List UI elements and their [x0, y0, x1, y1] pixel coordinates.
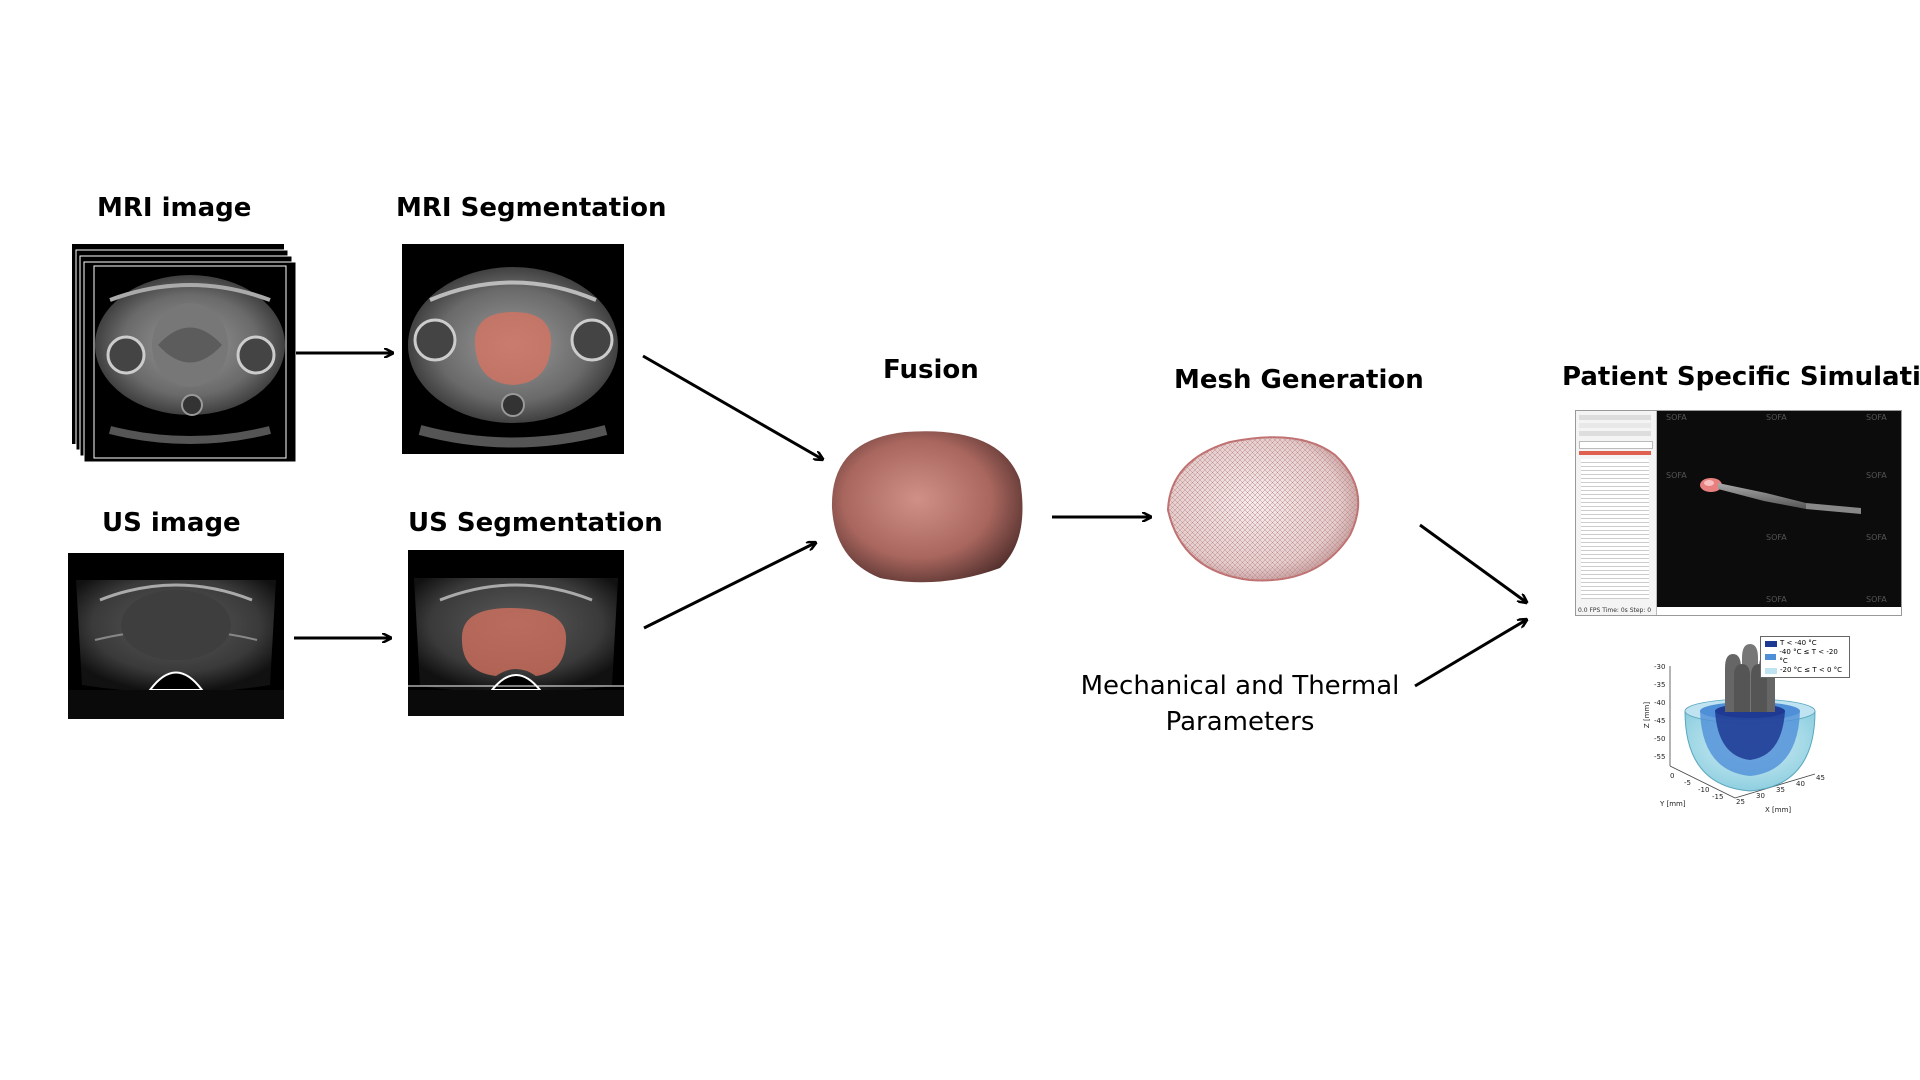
us-image-label: US image [102, 508, 241, 538]
legend-label-3: -20 °C ≤ T < 0 °C [1780, 666, 1842, 675]
thermal-plot-legend: T < -40 °C -40 °C ≤ T < -20 °C -20 °C ≤ … [1760, 636, 1850, 678]
sofa-watermark-9: SOFA [1866, 595, 1887, 604]
legend-swatch-3 [1765, 668, 1777, 674]
x-tick-2: 30 [1756, 792, 1765, 800]
fusion-label: Fusion [883, 355, 979, 385]
z-tick-6: -55 [1654, 753, 1665, 761]
mesh-generation-label: Mesh Generation [1174, 365, 1424, 395]
x-tick-5: 45 [1816, 774, 1825, 782]
mri-image-label: MRI image [97, 193, 251, 223]
arrow-params-to-simulation [1415, 620, 1526, 686]
mechanical-thermal-line2: Parameters [1080, 704, 1400, 740]
arrow-mriseg-to-fusion [643, 356, 822, 459]
x-tick-3: 35 [1776, 786, 1785, 794]
legend-label-1: T < -40 °C [1780, 639, 1817, 648]
legend-entry-3: -20 °C ≤ T < 0 °C [1765, 666, 1845, 675]
x-axis-label: X [mm] [1765, 806, 1791, 814]
legend-swatch-2 [1765, 654, 1776, 660]
y-tick-3: -10 [1698, 786, 1709, 794]
mri-segmentation-overlay [475, 312, 551, 385]
us-segmentation-label: US Segmentation [408, 508, 663, 538]
x-tick-1: 25 [1736, 798, 1745, 806]
sofa-watermark-5: SOFA [1866, 471, 1887, 480]
patient-specific-simulation-label: Patient Specific Simulation [1562, 362, 1920, 392]
sofa-watermark-1: SOFA [1666, 413, 1687, 422]
z-tick-2: -35 [1654, 681, 1665, 689]
legend-entry-1: T < -40 °C [1765, 639, 1845, 648]
z-tick-1: -30 [1654, 663, 1665, 671]
arrow-mesh-to-simulation [1420, 525, 1526, 602]
sofa-watermark-8: SOFA [1766, 595, 1787, 604]
y-tick-4: -15 [1712, 793, 1723, 801]
sofa-watermark-6: SOFA [1766, 533, 1787, 542]
y-tick-2: -5 [1684, 779, 1691, 787]
sofa-watermark-3: SOFA [1866, 413, 1887, 422]
sofa-status-bar: 0.0 FPS Time: 0s Step: 0 [1578, 607, 1651, 614]
x-tick-4: 40 [1796, 780, 1805, 788]
z-axis-label: Z [mm] [1643, 702, 1651, 728]
legend-swatch-1 [1765, 641, 1777, 647]
legend-label-2: -40 °C ≤ T < -20 °C [1779, 648, 1845, 666]
z-tick-5: -50 [1654, 735, 1665, 743]
thermal-plot: T < -40 °C -40 °C ≤ T < -20 °C -20 °C ≤ … [1640, 636, 1850, 821]
y-axis-label: Y [mm] [1660, 800, 1686, 808]
sofa-watermark-4: SOFA [1666, 471, 1687, 480]
sofa-scene-objects [1576, 411, 1901, 615]
sofa-simulation-panel: SOFA SOFA SOFA SOFA SOFA SOFA SOFA SOFA … [1575, 410, 1902, 616]
z-tick-3: -40 [1654, 699, 1665, 707]
arrow-usseg-to-fusion [644, 543, 815, 628]
mri-segmentation-label: MRI Segmentation [396, 193, 667, 223]
mechanical-thermal-line1: Mechanical and Thermal [1080, 668, 1400, 704]
z-tick-4: -45 [1654, 717, 1665, 725]
y-tick-1: 0 [1670, 772, 1674, 780]
sofa-watermark-2: SOFA [1766, 413, 1787, 422]
legend-entry-2: -40 °C ≤ T < -20 °C [1765, 648, 1845, 666]
mechanical-thermal-parameters-label: Mechanical and Thermal Parameters [1080, 668, 1400, 740]
sofa-watermark-7: SOFA [1866, 533, 1887, 542]
